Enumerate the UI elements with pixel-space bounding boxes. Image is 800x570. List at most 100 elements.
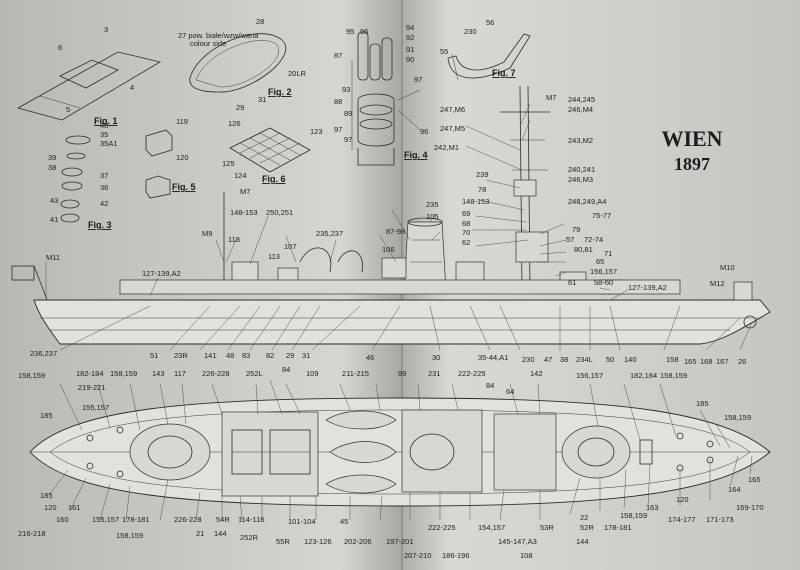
svg-text:M9: M9 bbox=[202, 229, 212, 238]
svg-text:178-181: 178-181 bbox=[604, 523, 632, 532]
svg-text:4: 4 bbox=[130, 83, 134, 92]
svg-text:105: 105 bbox=[426, 212, 439, 221]
svg-text:43: 43 bbox=[50, 196, 58, 205]
svg-text:29: 29 bbox=[286, 351, 294, 360]
svg-text:99: 99 bbox=[398, 369, 406, 378]
svg-text:75-77: 75-77 bbox=[592, 211, 611, 220]
svg-text:21: 21 bbox=[196, 529, 204, 538]
svg-text:92: 92 bbox=[406, 33, 414, 42]
svg-text:252L: 252L bbox=[246, 369, 263, 378]
svg-text:119: 119 bbox=[176, 117, 188, 126]
svg-text:118: 118 bbox=[228, 235, 240, 244]
svg-text:235: 235 bbox=[426, 200, 439, 209]
svg-text:109: 109 bbox=[306, 369, 319, 378]
svg-text:M7: M7 bbox=[240, 187, 250, 196]
svg-text:45: 45 bbox=[340, 517, 348, 526]
svg-text:35-44,A1: 35-44,A1 bbox=[478, 353, 508, 362]
svg-text:88: 88 bbox=[334, 97, 342, 106]
svg-text:53R: 53R bbox=[540, 523, 554, 532]
svg-text:171-173: 171-173 bbox=[706, 515, 734, 524]
svg-text:120: 120 bbox=[676, 495, 689, 504]
svg-text:164: 164 bbox=[728, 485, 741, 494]
svg-text:84: 84 bbox=[282, 365, 290, 374]
svg-text:239: 239 bbox=[476, 170, 489, 179]
side-view-labels-bottom: 236,237 51 23R 141 48 83 82 29 31 46 30 … bbox=[30, 349, 746, 366]
fig5-label: Fig. 5 bbox=[172, 182, 196, 192]
svg-text:97: 97 bbox=[414, 75, 422, 84]
svg-text:31: 31 bbox=[302, 351, 310, 360]
svg-text:69: 69 bbox=[462, 209, 470, 218]
svg-text:247,M6: 247,M6 bbox=[440, 105, 465, 114]
svg-text:106: 106 bbox=[382, 245, 395, 254]
svg-text:168: 168 bbox=[700, 357, 713, 366]
svg-text:79: 79 bbox=[572, 225, 580, 234]
svg-text:51: 51 bbox=[150, 351, 158, 360]
ship-year: 1897 bbox=[674, 154, 710, 174]
svg-text:31: 31 bbox=[258, 95, 266, 104]
svg-text:243,M2: 243,M2 bbox=[568, 136, 593, 145]
svg-text:61: 61 bbox=[568, 278, 576, 287]
svg-text:70: 70 bbox=[462, 228, 470, 237]
figure-2: 27 pow. białe/wzw/wana colour side 28 20… bbox=[178, 17, 307, 112]
svg-text:55R: 55R bbox=[276, 537, 290, 546]
svg-text:185: 185 bbox=[40, 411, 53, 420]
fig2-label: Fig. 2 bbox=[268, 87, 292, 97]
plan-view-labels-top: 158,159 182-184 158,159 143 117 226-228 … bbox=[18, 365, 751, 422]
svg-text:169-170: 169-170 bbox=[736, 503, 764, 512]
svg-text:247,M5: 247,M5 bbox=[440, 124, 465, 133]
ship-name: WIEN bbox=[661, 126, 722, 151]
svg-text:65: 65 bbox=[596, 257, 604, 266]
svg-text:27 pow. białe/wzw/wana: 27 pow. białe/wzw/wana bbox=[178, 31, 259, 40]
svg-text:37: 37 bbox=[100, 171, 108, 180]
svg-text:38: 38 bbox=[48, 163, 56, 172]
figure-4: 95 96 94 93 92 91 90 87 88 89 97 96 97 9… bbox=[334, 23, 428, 166]
plan-view bbox=[29, 379, 771, 521]
svg-text:143: 143 bbox=[152, 369, 165, 378]
svg-text:158,159: 158,159 bbox=[110, 369, 137, 378]
svg-text:78: 78 bbox=[478, 185, 486, 194]
svg-text:252R: 252R bbox=[240, 533, 259, 542]
svg-text:72-74: 72-74 bbox=[584, 235, 603, 244]
svg-text:68: 68 bbox=[462, 219, 470, 228]
svg-text:82: 82 bbox=[266, 351, 274, 360]
svg-text:127-139,A2: 127-139,A2 bbox=[628, 283, 667, 292]
svg-text:55: 55 bbox=[440, 47, 448, 56]
svg-text:35A1: 35A1 bbox=[100, 139, 118, 148]
svg-text:202-206: 202-206 bbox=[344, 537, 372, 546]
svg-text:120: 120 bbox=[44, 503, 57, 512]
svg-text:48: 48 bbox=[226, 351, 234, 360]
svg-text:20LR: 20LR bbox=[288, 69, 307, 78]
fig4-label: Fig. 4 bbox=[404, 150, 428, 160]
svg-text:39: 39 bbox=[48, 153, 56, 162]
svg-text:117: 117 bbox=[174, 369, 186, 378]
svg-text:156,157: 156,157 bbox=[576, 371, 603, 380]
svg-text:242,M1: 242,M1 bbox=[434, 143, 459, 152]
svg-text:185: 185 bbox=[696, 399, 709, 408]
svg-text:22: 22 bbox=[580, 513, 588, 522]
fig7-label: Fig. 7 bbox=[492, 68, 516, 78]
svg-text:165: 165 bbox=[684, 357, 697, 366]
svg-text:207-210: 207-210 bbox=[404, 551, 432, 560]
svg-text:91: 91 bbox=[406, 45, 414, 54]
svg-text:230: 230 bbox=[464, 27, 477, 36]
svg-text:197-201: 197-201 bbox=[386, 537, 414, 546]
svg-text:148-153: 148-153 bbox=[462, 197, 490, 206]
svg-text:240,241: 240,241 bbox=[568, 165, 595, 174]
svg-text:107: 107 bbox=[284, 242, 297, 251]
svg-text:89: 89 bbox=[344, 109, 352, 118]
svg-text:28: 28 bbox=[256, 17, 264, 26]
figure-6: 126 123 125 124 Fig. 6 bbox=[222, 119, 323, 184]
svg-text:36: 36 bbox=[100, 183, 108, 192]
svg-text:38: 38 bbox=[560, 355, 568, 364]
svg-text:230: 230 bbox=[522, 355, 535, 364]
svg-text:126: 126 bbox=[228, 119, 241, 128]
svg-text:30: 30 bbox=[432, 353, 440, 362]
svg-text:52R: 52R bbox=[580, 523, 594, 532]
svg-text:58-60: 58-60 bbox=[594, 278, 613, 287]
svg-text:211-215: 211-215 bbox=[342, 369, 369, 378]
svg-text:127-139,A2: 127-139,A2 bbox=[142, 269, 181, 278]
figure-1: 3 6 5 4 Fig. 1 bbox=[16, 25, 162, 126]
svg-text:144: 144 bbox=[214, 529, 227, 538]
svg-text:158,159: 158,159 bbox=[18, 371, 45, 380]
